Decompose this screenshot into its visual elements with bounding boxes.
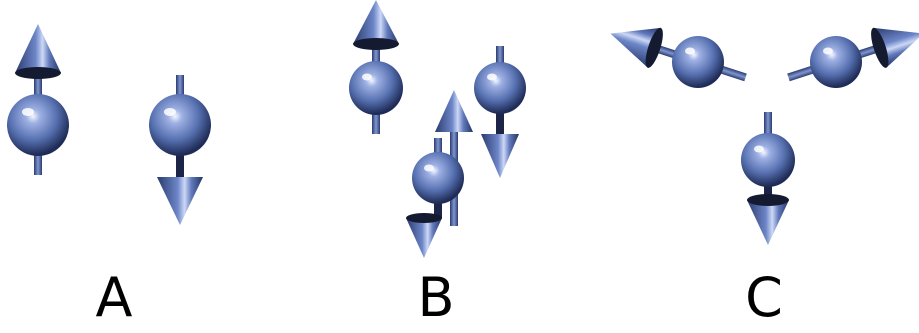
- spin-down-arrow: [741, 112, 795, 245]
- spin-sphere: [672, 36, 724, 88]
- spin-down-arrow: [406, 138, 464, 258]
- spin-down-arrow: [474, 46, 526, 178]
- spin-up-arrow: [349, 0, 403, 134]
- spin-up-arrow: [7, 24, 69, 175]
- spin-up-left-arrow: [610, 27, 747, 82]
- panel-c-spins: [610, 27, 919, 245]
- spin-sphere: [810, 36, 862, 88]
- panel-b-spins: [349, 0, 526, 258]
- panel-label-a: A: [95, 266, 133, 329]
- panel-label-c: C: [745, 266, 783, 329]
- spin-down-arrow: [149, 75, 211, 225]
- panel-label-b: B: [417, 266, 455, 329]
- panel-a-spins: [7, 24, 211, 225]
- spin-up-right-arrow: [787, 27, 919, 82]
